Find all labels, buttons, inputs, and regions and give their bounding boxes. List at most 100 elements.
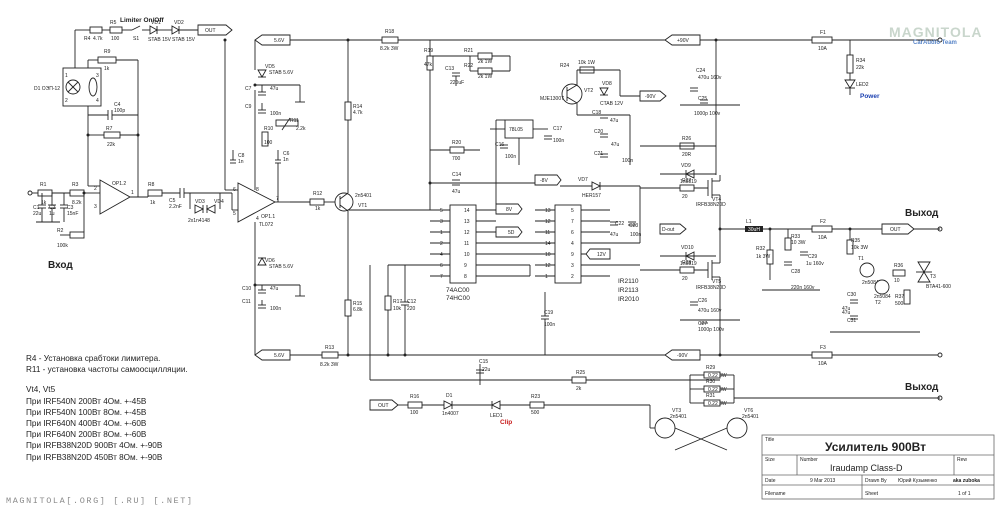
svg-text:2.2k: 2.2k bbox=[296, 126, 306, 132]
note-spacer bbox=[26, 375, 188, 384]
svg-text:470u 160v: 470u 160v bbox=[698, 308, 722, 314]
svg-text:10A: 10A bbox=[818, 46, 828, 52]
svg-text:47u: 47u bbox=[270, 286, 279, 292]
svg-text:STAB 15V: STAB 15V bbox=[148, 37, 172, 43]
svg-text:C13: C13 bbox=[445, 66, 454, 72]
svg-text:Rew: Rew bbox=[957, 457, 967, 463]
svg-text:C12: C12 bbox=[407, 299, 416, 305]
svg-text:47k: 47k bbox=[424, 62, 433, 68]
svg-text:C23: C23 bbox=[629, 223, 638, 229]
svg-text:47u: 47u bbox=[610, 118, 619, 124]
svg-text:8: 8 bbox=[464, 274, 467, 280]
svg-text:14: 14 bbox=[545, 241, 551, 247]
svg-text:47u: 47u bbox=[270, 86, 279, 92]
note-line: При IRF640N 400Вт 4Ом. +-60В bbox=[26, 419, 147, 429]
svg-text:C24: C24 bbox=[696, 68, 705, 74]
svg-text:2: 2 bbox=[440, 241, 443, 247]
svg-text:Size: Size bbox=[765, 457, 775, 463]
svg-text:VD10: VD10 bbox=[681, 245, 694, 251]
svg-text:1: 1 bbox=[545, 274, 548, 280]
svg-text:8V: 8V bbox=[506, 207, 513, 213]
svg-text:2n5084: 2n5084 bbox=[874, 294, 891, 300]
svg-text:2: 2 bbox=[65, 98, 68, 104]
bootstrap-diode-vd7: VD7 HER157 bbox=[560, 177, 641, 243]
svg-text:aka zuboka: aka zuboka bbox=[953, 478, 980, 484]
svg-text:100n: 100n bbox=[270, 306, 281, 312]
svg-text:4: 4 bbox=[256, 216, 259, 222]
title-block-title: Усилитель 900Вт bbox=[825, 440, 926, 454]
svg-text:1n4007: 1n4007 bbox=[442, 411, 459, 417]
rail-label-minus58: 5.6V bbox=[274, 353, 285, 359]
svg-text:C9: C9 bbox=[245, 104, 252, 110]
svg-text:R30: R30 bbox=[706, 379, 715, 385]
svg-text:8.2k: 8.2k bbox=[72, 200, 82, 206]
svg-text:VD5: VD5 bbox=[265, 64, 275, 70]
svg-text:470u 160v: 470u 160v bbox=[698, 75, 722, 81]
svg-text:C4: C4 bbox=[114, 102, 121, 108]
svg-text:D-out: D-out bbox=[662, 227, 675, 233]
svg-text:100p: 100p bbox=[114, 108, 125, 114]
title-block-author: Юрий Кузьменко bbox=[898, 477, 937, 484]
svg-text:20R: 20R bbox=[682, 152, 692, 158]
limiter-chain: Limiter On/Off R4 4.7k R5 100 S1 VD1 STA… bbox=[74, 17, 233, 68]
svg-text:1000p 100v: 1000p 100v bbox=[698, 327, 725, 333]
svg-text:13: 13 bbox=[464, 219, 470, 225]
svg-text:VT5: VT5 bbox=[712, 279, 721, 285]
svg-text:47u: 47u bbox=[842, 306, 851, 312]
svg-text:1k: 1k bbox=[104, 66, 110, 72]
svg-text:STAB 5.6V: STAB 5.6V bbox=[269, 70, 294, 76]
svg-text:Date: Date bbox=[765, 478, 776, 484]
svg-text:IRFB38N20D: IRFB38N20D bbox=[696, 202, 726, 208]
svg-text:30uH: 30uH bbox=[748, 227, 760, 233]
svg-text:4.7k: 4.7k bbox=[93, 36, 103, 42]
svg-text:4: 4 bbox=[440, 252, 443, 258]
svg-text:R33: R33 bbox=[791, 234, 800, 240]
svg-text:1n: 1n bbox=[238, 159, 244, 165]
svg-text:2.2nF: 2.2nF bbox=[169, 204, 182, 210]
note-line: При IRF540N 100Вт 8Ом. +-45В bbox=[26, 407, 147, 417]
svg-text:4.7k: 4.7k bbox=[353, 110, 363, 116]
svg-text:10k 3W: 10k 3W bbox=[851, 245, 868, 251]
svg-text:100: 100 bbox=[264, 140, 273, 146]
regulator-78l05: 78L05 C16 100n C17 100n bbox=[490, 119, 564, 165]
svg-text:0.22 3W: 0.22 3W bbox=[708, 387, 727, 393]
svg-text:1000p 100v: 1000p 100v bbox=[694, 111, 721, 117]
svg-text:R32: R32 bbox=[756, 246, 765, 252]
svg-text:1k: 1k bbox=[41, 200, 47, 206]
svg-text:8.2k 3W: 8.2k 3W bbox=[380, 46, 399, 52]
svg-text:R15: R15 bbox=[353, 301, 362, 307]
misc-nets: R17 10k C12 220 C19 100n bbox=[384, 80, 555, 355]
power-led-label: Power bbox=[860, 93, 880, 100]
fuse-f1: F1 10A bbox=[811, 30, 833, 52]
high-side-mosfet-vt4: VT4 IRFB38N20D R27 20 VD9 1n5819 R26 20R bbox=[640, 40, 726, 229]
svg-text:C18: C18 bbox=[592, 110, 601, 116]
svg-text:C27: C27 bbox=[698, 321, 707, 327]
svg-text:13: 13 bbox=[545, 208, 551, 214]
svg-text:C25: C25 bbox=[698, 96, 707, 102]
svg-text:4: 4 bbox=[96, 98, 99, 104]
svg-text:IR2010: IR2010 bbox=[618, 296, 639, 303]
svg-text:BTA41-600: BTA41-600 bbox=[926, 284, 951, 290]
svg-text:VD9: VD9 bbox=[681, 163, 691, 169]
power-led-group: R34 22k LED2 Power bbox=[844, 40, 880, 100]
svg-text:R28: R28 bbox=[682, 260, 691, 266]
svg-text:1n5819: 1n5819 bbox=[680, 179, 697, 185]
svg-text:47u: 47u bbox=[452, 189, 461, 195]
svg-text:12V: 12V bbox=[597, 252, 607, 258]
svg-text:R25: R25 bbox=[576, 370, 585, 376]
svg-text:R9: R9 bbox=[104, 49, 111, 55]
note-line: При IRFB38N20D 450Вт 8Ом. +-90В bbox=[26, 452, 163, 462]
svg-text:T2: T2 bbox=[875, 300, 881, 306]
svg-text:220n 160v: 220n 160v bbox=[791, 285, 815, 291]
svg-text:Sheet: Sheet bbox=[865, 491, 879, 497]
svg-text:R17: R17 bbox=[393, 299, 402, 305]
svg-text:C20: C20 bbox=[594, 129, 603, 135]
svg-text:10: 10 bbox=[545, 252, 551, 258]
integrator-input: R8 1k C5 2.2nF VD3 VD4 2x1n4148 bbox=[147, 182, 238, 224]
svg-text:STAB 5.6V: STAB 5.6V bbox=[269, 264, 294, 270]
svg-text:OUT: OUT bbox=[890, 227, 901, 233]
svg-text:-8V: -8V bbox=[540, 178, 548, 184]
output-filter: L1 30uH R32 1k 3W R33 10 3W C28 220n 160… bbox=[720, 208, 940, 291]
note-line: R4 - Установка срабтоки лимитера. bbox=[26, 354, 161, 363]
